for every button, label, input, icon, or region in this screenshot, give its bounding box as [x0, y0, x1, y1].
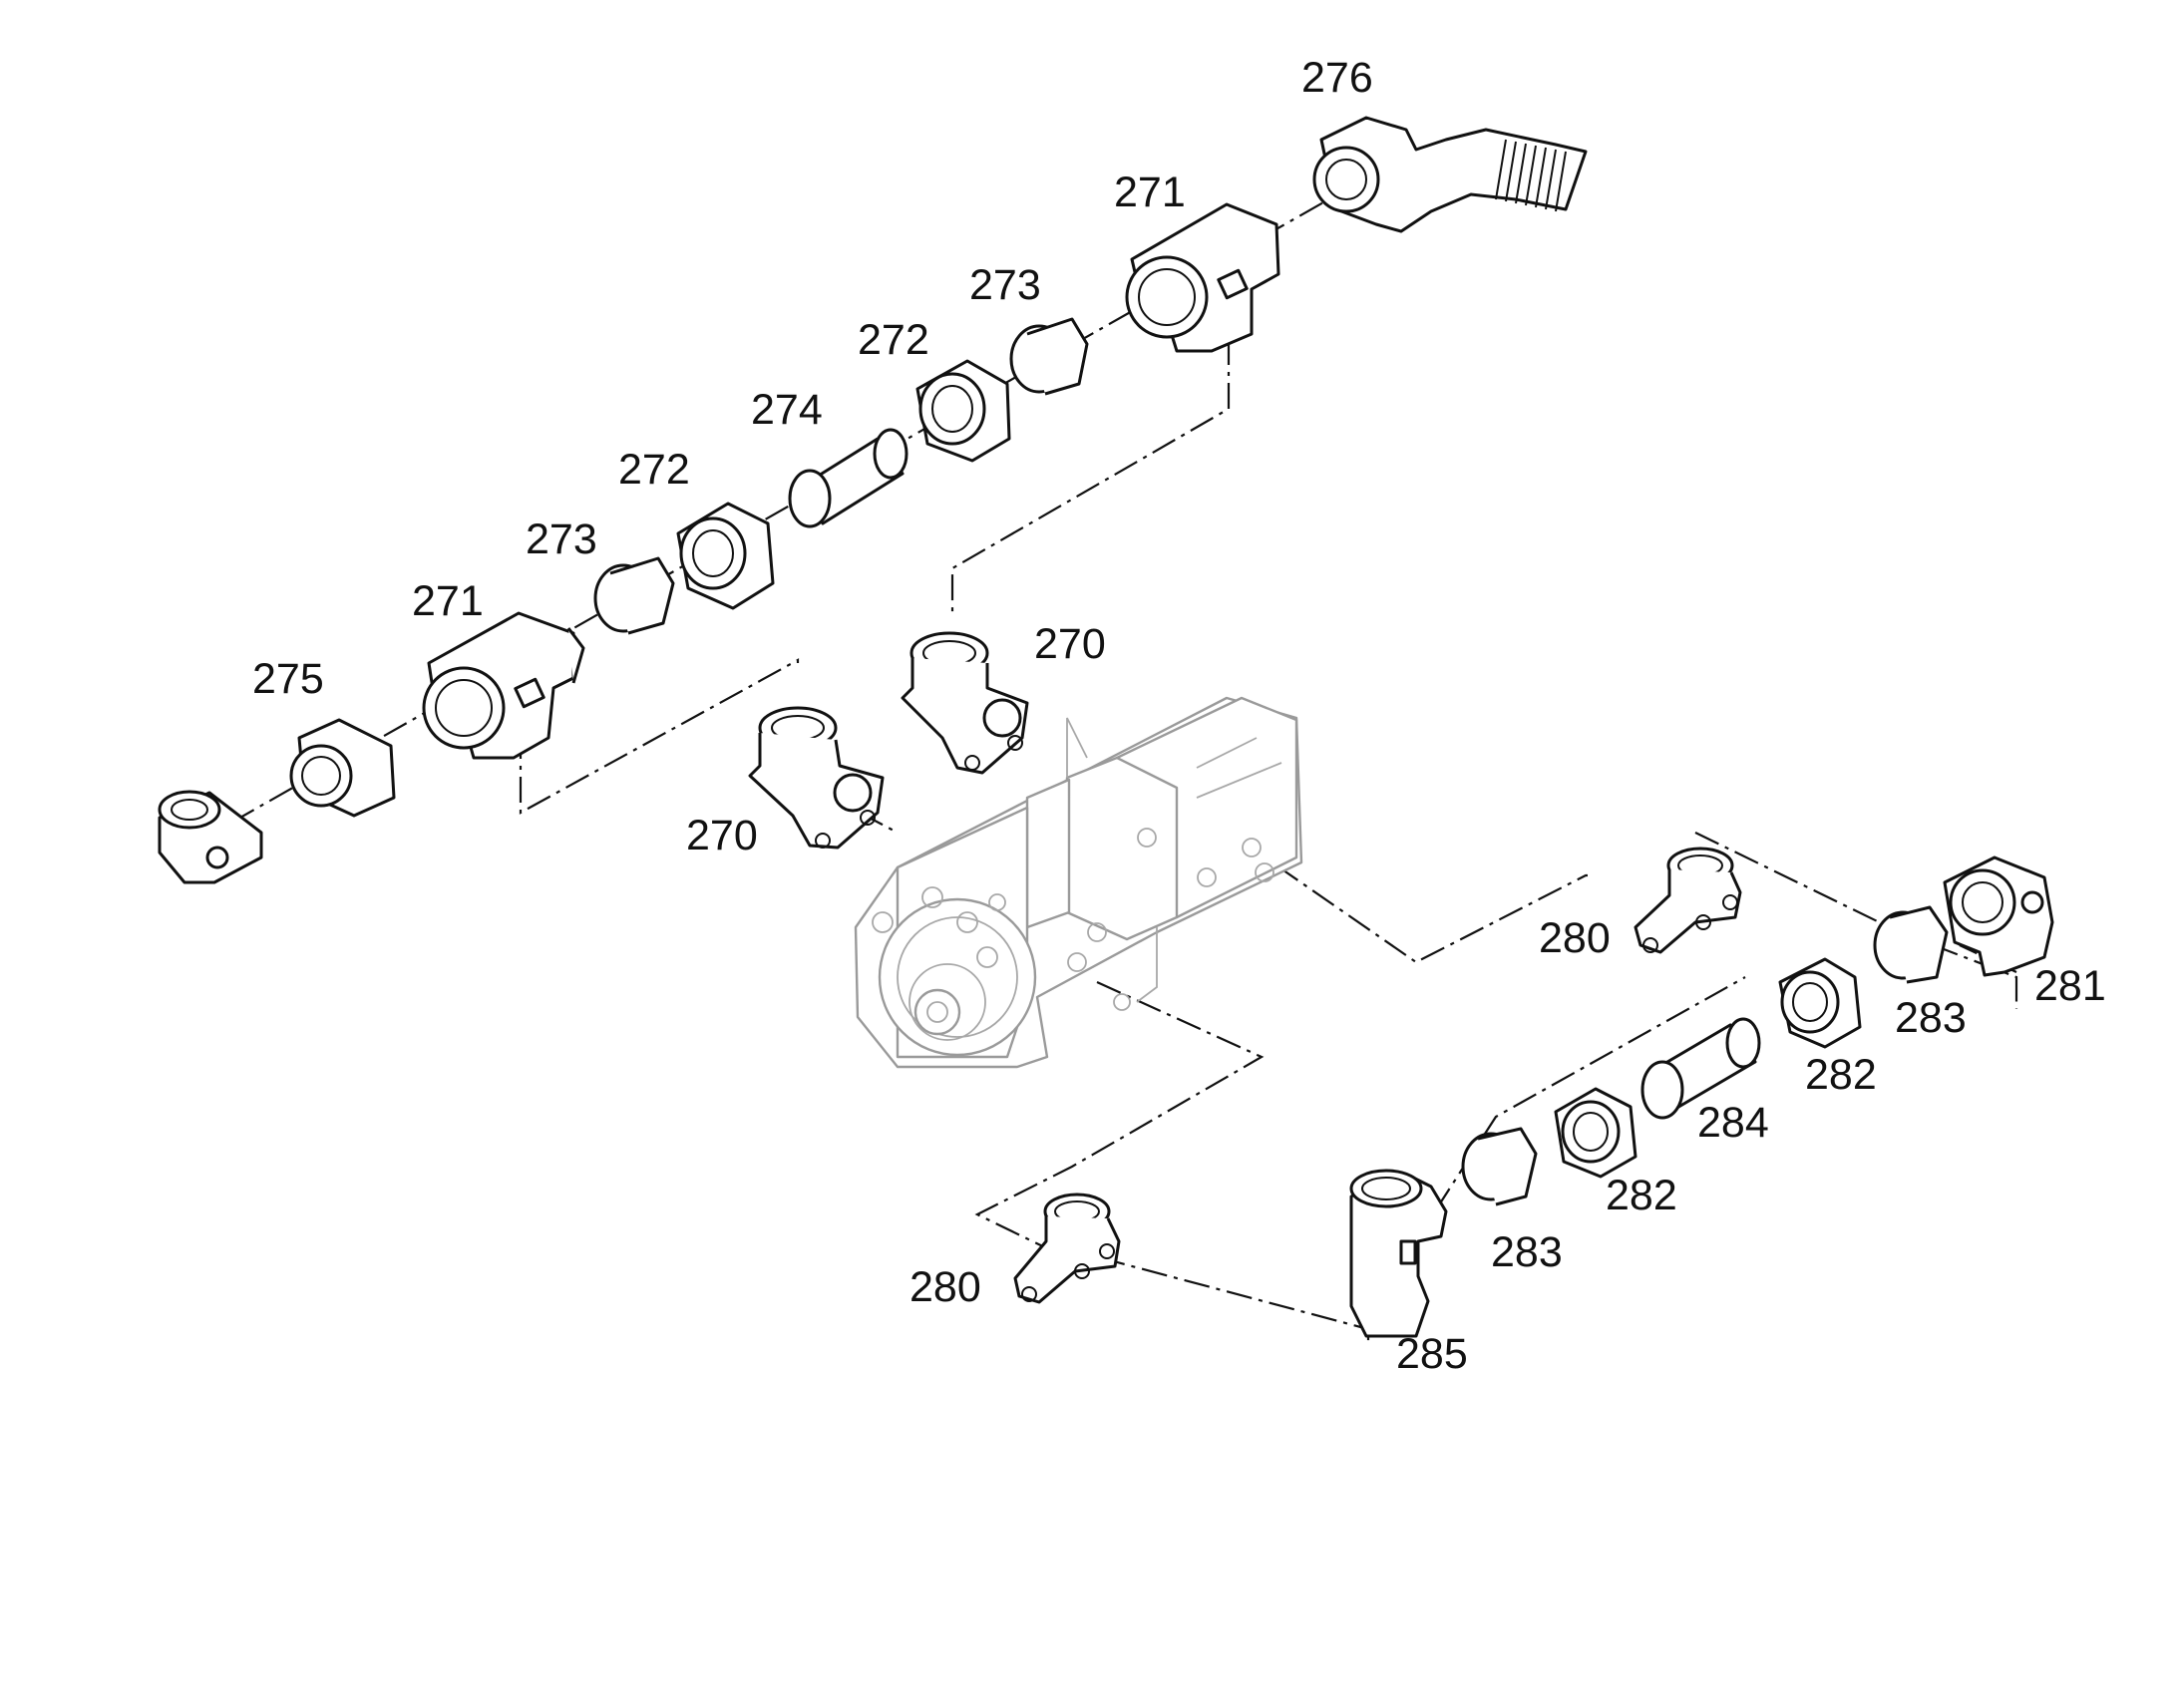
callout-282-upper: 282: [1805, 1051, 1877, 1099]
callout-272-lower: 272: [618, 446, 690, 494]
part-280-flange-lower: [1013, 1193, 1121, 1304]
part-271-tee-upper: [1125, 202, 1280, 353]
part-271-tee-lower: [422, 611, 585, 760]
part-282-nut-lower: [1554, 1087, 1637, 1179]
callout-272-upper: 272: [858, 316, 929, 364]
part-285-tee: [1349, 1169, 1448, 1338]
callout-285: 285: [1396, 1330, 1468, 1378]
part-274-tube: [788, 428, 908, 528]
part-272-nut-upper: [915, 359, 1011, 463]
part-280-flange-right: [1634, 847, 1742, 954]
callout-276: 276: [1301, 54, 1373, 102]
callout-271-upper: 271: [1114, 169, 1186, 216]
part-276-bent-pipe: [1312, 116, 1588, 233]
callout-280-right: 280: [1539, 914, 1611, 962]
part-284-tube: [1640, 1017, 1761, 1120]
part-273-ring-upper: [1009, 317, 1089, 396]
part-283-ring-lower: [1461, 1127, 1538, 1206]
callout-283-lower: 283: [1491, 1228, 1563, 1276]
part-272-nut-lower: [676, 502, 775, 610]
part-270-flange-upper: [901, 631, 1029, 775]
callout-274: 274: [751, 386, 823, 434]
callout-282-lower: 282: [1606, 1172, 1677, 1219]
part-275-elbow-adapter: [158, 790, 263, 884]
part-283-ring-upper: [1873, 905, 1949, 984]
callout-280-lower: 280: [909, 1263, 981, 1311]
callout-284: 284: [1697, 1099, 1769, 1147]
callout-271-lower: 271: [412, 577, 484, 625]
callout-283-upper: 283: [1895, 994, 1967, 1042]
callout-labels: 276 271 273 272 274 272 273 271 275 270 …: [252, 54, 2106, 1378]
part-281-elbow: [1943, 855, 2054, 977]
part-282-nut-upper: [1778, 957, 1862, 1049]
callout-270-upper: 270: [1034, 620, 1106, 668]
callout-281: 281: [2034, 962, 2106, 1010]
part-275-nut: [289, 718, 396, 818]
part-273-ring-lower: [593, 556, 675, 635]
hydraulic-pump: [854, 696, 1303, 1069]
callout-273-upper: 273: [969, 261, 1041, 309]
callout-270-lower: 270: [686, 812, 758, 859]
callout-273-lower: 273: [526, 515, 597, 563]
part-270-flange-lower: [748, 706, 885, 850]
callout-275: 275: [252, 655, 324, 703]
